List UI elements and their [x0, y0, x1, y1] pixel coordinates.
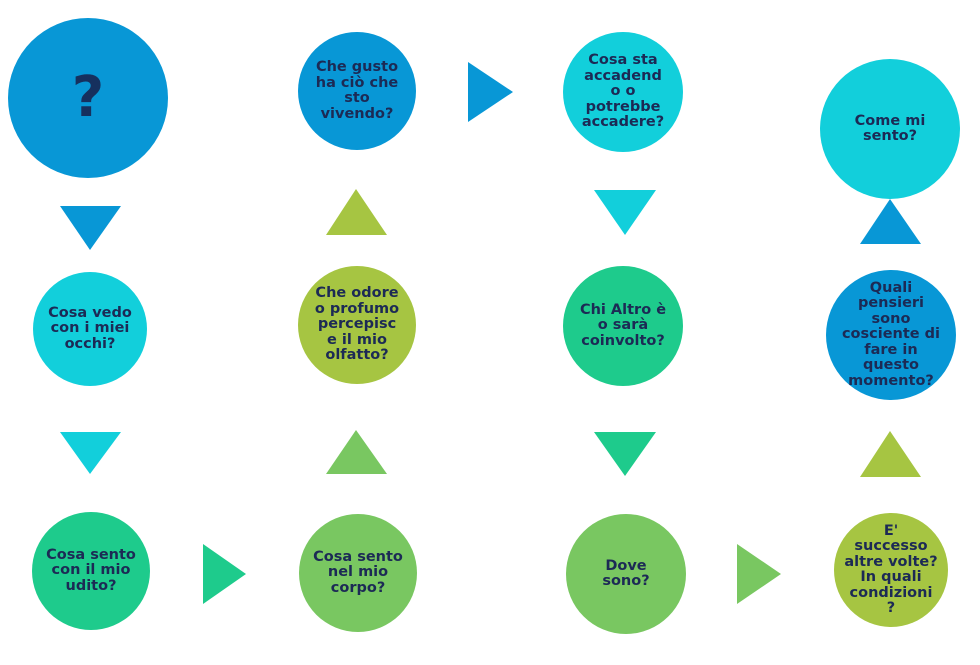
arrow-up-2: [326, 189, 387, 235]
arrow-down-3: [594, 190, 656, 235]
node-events-text: Cosa sta accadend o o potrebbe accadere?: [581, 52, 665, 131]
node-past-text: E' successo altre volte? In quali condiz…: [844, 522, 938, 616]
node-place-text: Dove sono?: [602, 557, 650, 589]
node-body-text: Cosa sento nel mio corpo?: [313, 548, 403, 596]
arrow-down-1: [60, 206, 121, 250]
node-hearing: Cosa sento con il mio udito?: [32, 512, 150, 630]
arrow-right-3: [737, 544, 781, 604]
node-taste-text: Che gusto ha ciò che sto vivendo?: [315, 59, 399, 122]
node-past: E' successo altre volte? In quali condiz…: [834, 513, 948, 627]
node-others: Chi Altro è o sarà coinvolto?: [563, 266, 683, 386]
node-hearing-text: Cosa sento con il mio udito?: [46, 546, 136, 594]
node-body: Cosa sento nel mio corpo?: [299, 514, 417, 632]
arrow-right-1: [203, 544, 246, 604]
node-vision-text: Cosa vedo con i miei occhi?: [48, 304, 132, 352]
node-vision: Cosa vedo con i miei occhi?: [33, 272, 147, 386]
node-feeling-text: Come mi sento?: [854, 112, 926, 144]
node-place: Dove sono?: [566, 514, 686, 634]
node-thoughts-text: Quali pensieri sono cosciente di fare in…: [841, 279, 941, 389]
arrow-down-2: [60, 432, 121, 474]
node-others-text: Chi Altro è o sarà coinvolto?: [579, 301, 667, 349]
arrow-up-4: [860, 199, 921, 244]
node-events: Cosa sta accadend o o potrebbe accadere?: [563, 32, 683, 152]
node-smell-text: Che odore o profumo percepisc e il mio o…: [314, 285, 400, 364]
node-thoughts: Quali pensieri sono cosciente di fare in…: [826, 270, 956, 400]
node-feeling: Come mi sento?: [820, 59, 960, 199]
node-smell: Che odore o profumo percepisc e il mio o…: [298, 266, 416, 384]
node-taste: Che gusto ha ciò che sto vivendo?: [298, 32, 416, 150]
arrow-right-2: [468, 62, 513, 122]
arrow-down-4: [594, 432, 656, 476]
question-mark: ?: [71, 65, 105, 130]
arrow-up-1: [326, 430, 387, 474]
arrow-up-3: [860, 431, 921, 477]
start-node: ?: [8, 18, 168, 178]
